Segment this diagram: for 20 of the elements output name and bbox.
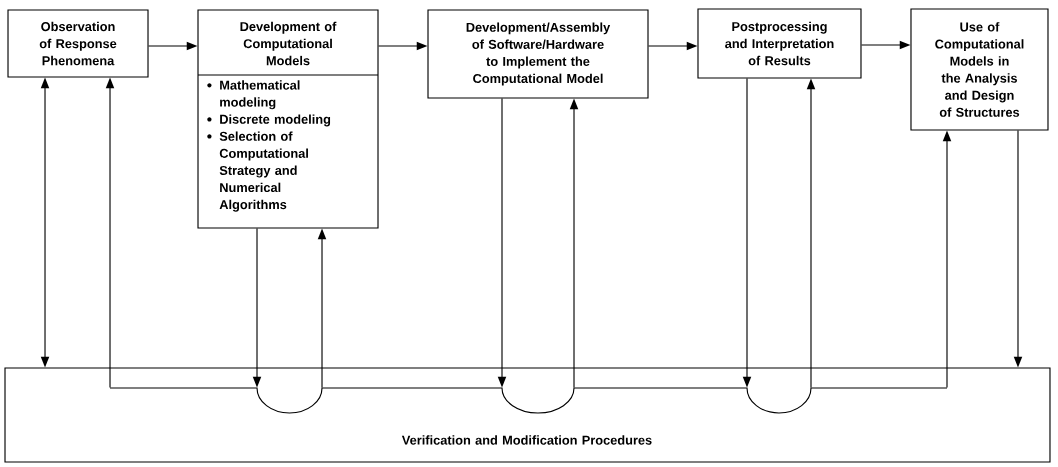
- arrow: [497, 98, 507, 388]
- arrow: [1013, 130, 1023, 368]
- process-box: Postprocessing and Interpretation of Results: [697, 8, 862, 79]
- process-box: Development/Assembly of Software/Hardware to Implement the Computational Model: [427, 9, 649, 99]
- arrow: [317, 228, 327, 388]
- arrow: [648, 41, 698, 51]
- process-box: Verification and Modification Procedures: [4, 367, 1051, 463]
- arrow: [252, 228, 262, 388]
- arrow: [148, 41, 198, 51]
- arrow: [861, 40, 911, 50]
- arrow: [806, 78, 816, 388]
- arrow: [40, 77, 50, 368]
- arrow: [742, 78, 752, 388]
- arrow: [942, 130, 952, 388]
- arrow: [378, 41, 428, 51]
- process-box: Observation of Response Phenomena: [7, 9, 149, 78]
- arrow: [569, 98, 579, 388]
- arrow: [105, 77, 115, 388]
- process-box: Development of Computational Models Mathematical modeling Discrete modeling Selection of Computational Strategy and Numerical Algorithms: [197, 9, 379, 229]
- process-box: Use of Computational Models in the Analysis and Design of Structures: [910, 8, 1049, 131]
